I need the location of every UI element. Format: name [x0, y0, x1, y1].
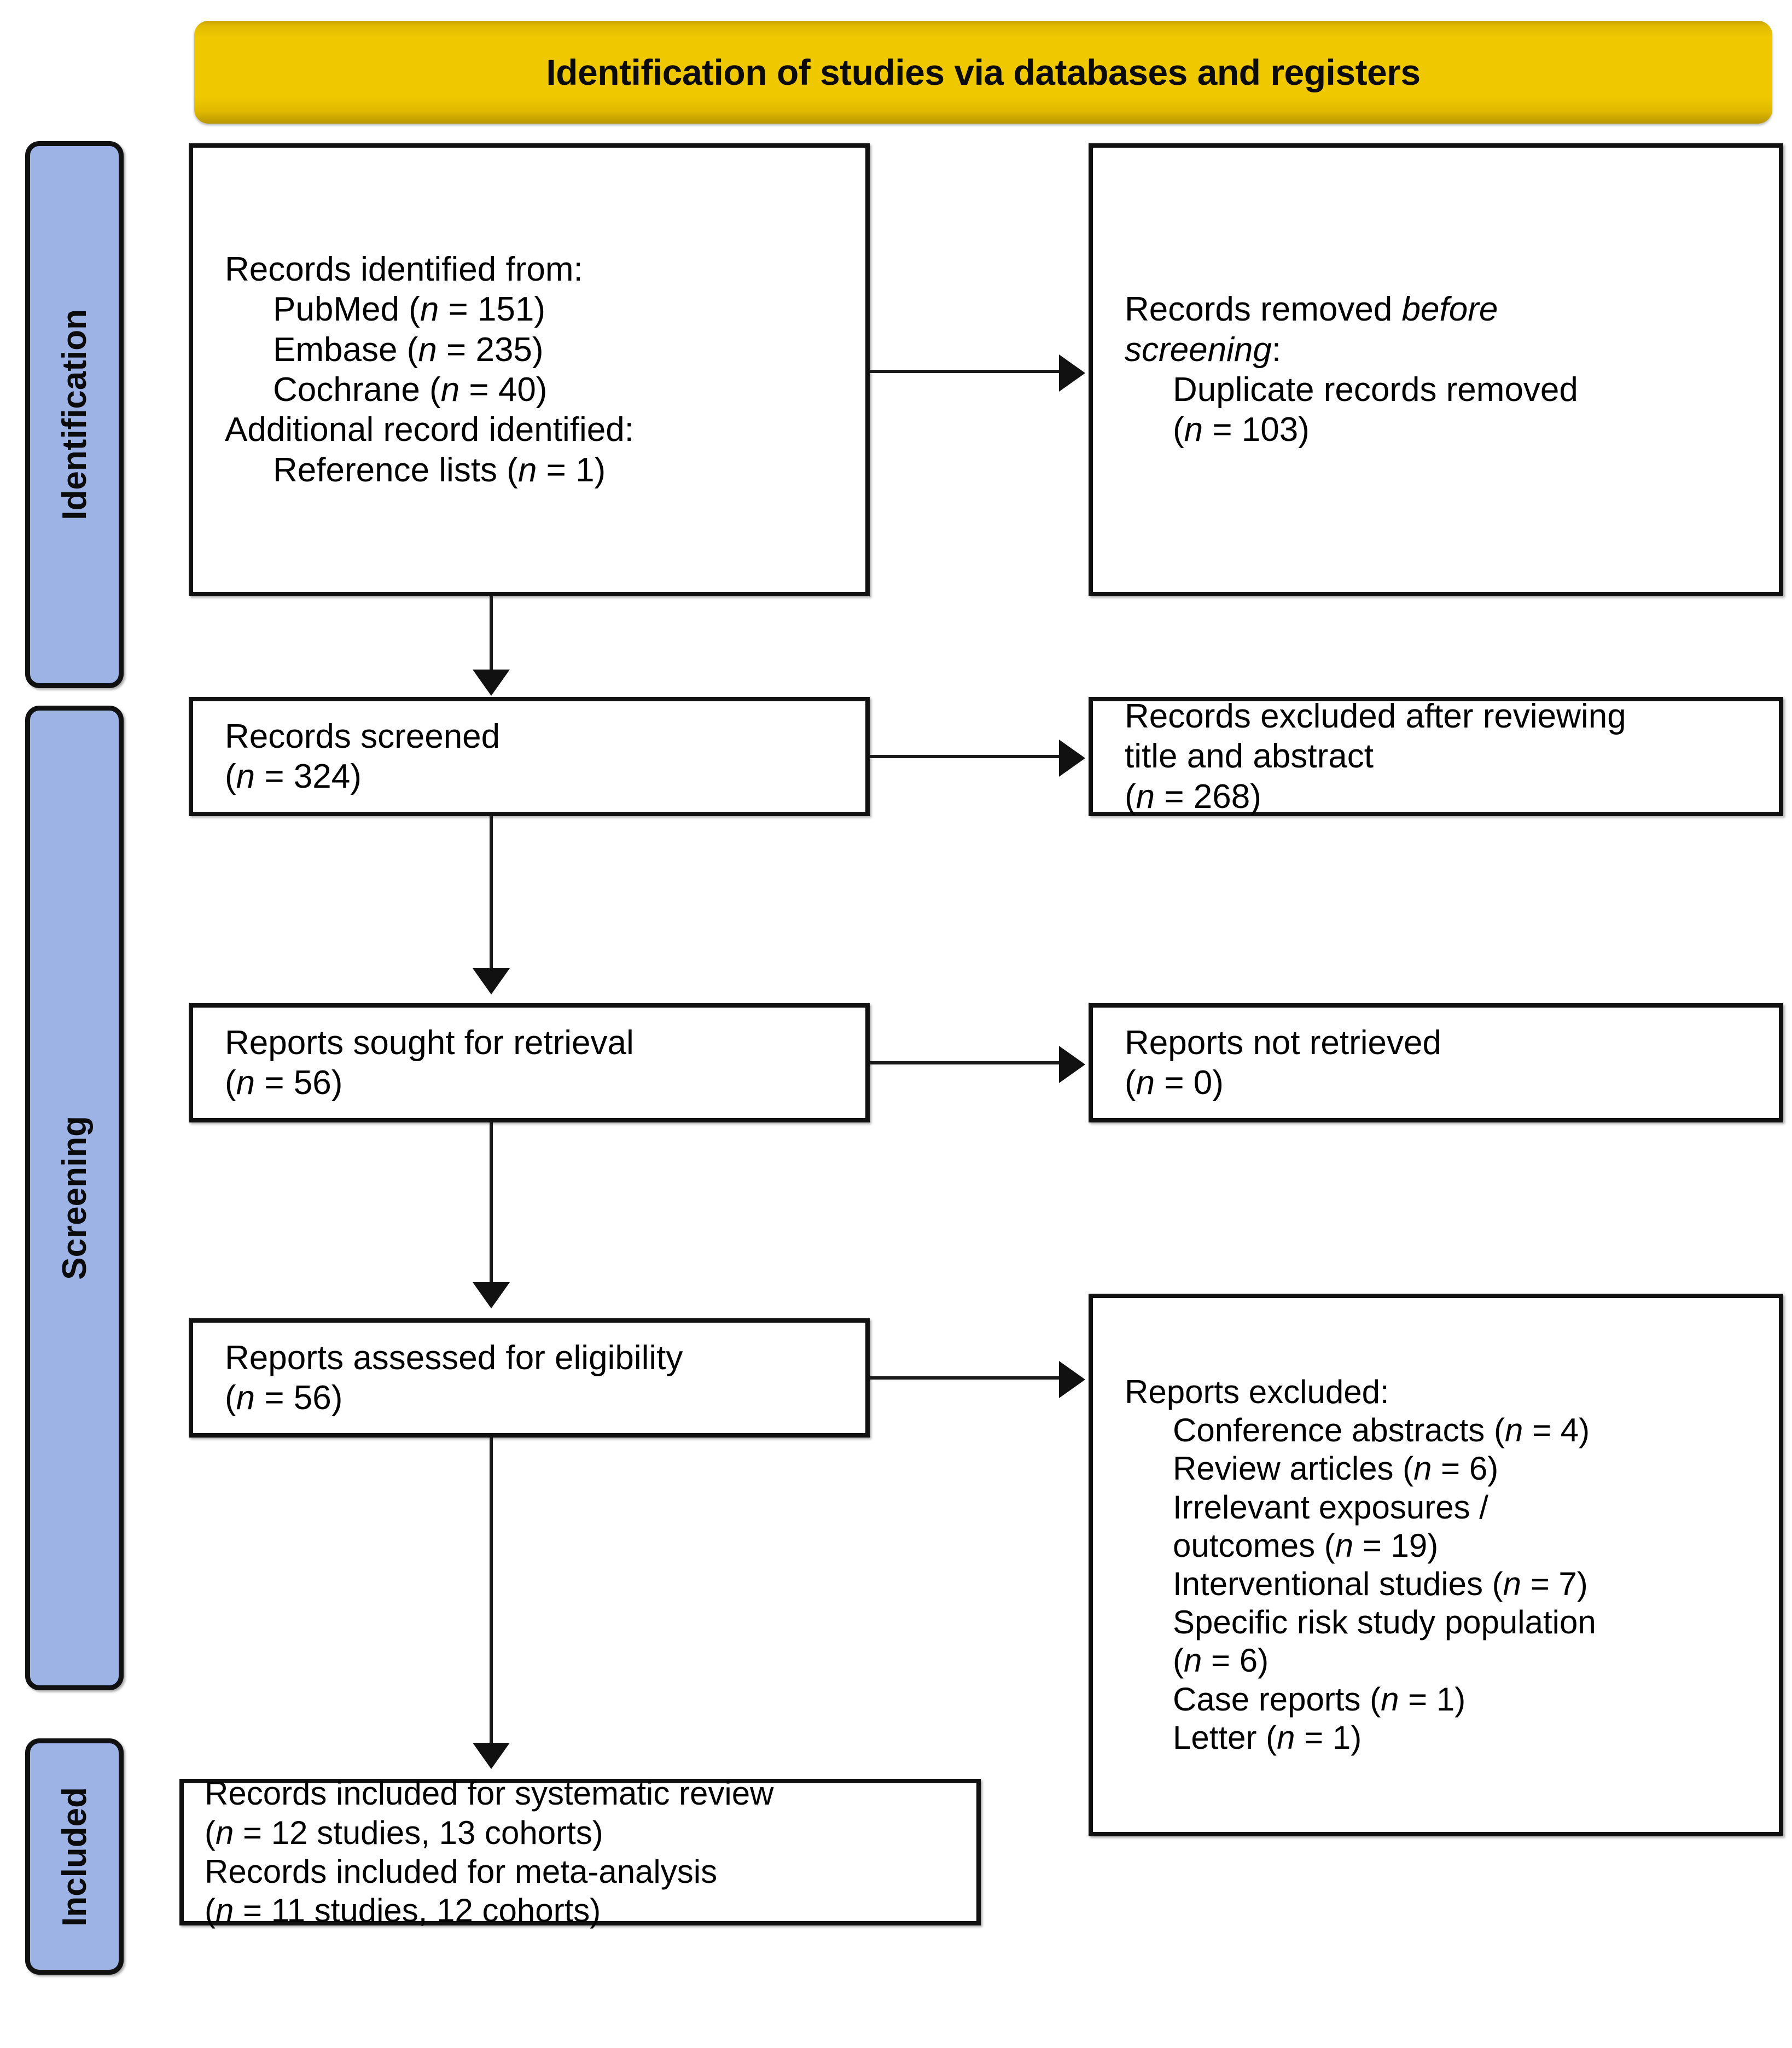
stage-label-included: Included: [25, 1738, 124, 1975]
reports-excluded-conference-abstracts: Conference abstracts (n = 4): [1173, 1412, 1590, 1449]
reports-excluded-specific-risk-population: Specific risk study population: [1173, 1604, 1596, 1641]
arrowhead-right-icon: [1059, 354, 1085, 392]
reports-excluded-review-articles: Review articles (n = 6): [1173, 1450, 1499, 1487]
records-identified-embase: Embase (n = 235): [273, 330, 544, 369]
arrowhead-right-icon: [1059, 1361, 1085, 1398]
reports-assessed-label: Reports assessed for eligibility: [225, 1339, 683, 1377]
records-identified-additional-heading: Additional record identified:: [225, 411, 634, 449]
connector-identified-to-removed: [870, 370, 1062, 373]
box-records-removed-before-screening: Records removed before screening: Duplic…: [1089, 143, 1783, 596]
reports-excluded-specific-risk-population-count: (n = 6): [1173, 1642, 1269, 1679]
records-identified-cochrane: Cochrane (n = 40): [273, 371, 548, 409]
records-identified-heading: Records identified from:: [225, 250, 583, 288]
box-records-identified: Records identified from: PubMed (n = 151…: [189, 143, 870, 596]
stage-label-included-text: Included: [55, 1787, 94, 1927]
stage-label-identification: Identification: [25, 141, 124, 688]
reports-not-retrieved-count: (n = 0): [1125, 1064, 1224, 1102]
reports-excluded-letter: Letter (n = 1): [1173, 1719, 1362, 1756]
stage-label-screening: Screening: [25, 706, 124, 1690]
records-included-systematic-review-count: (n = 12 studies, 13 cohorts): [205, 1814, 603, 1851]
records-removed-duplicates: Duplicate records removed: [1173, 371, 1578, 409]
connector-sought-to-not-retrieved: [870, 1061, 1062, 1064]
reports-excluded-case-reports: Case reports (n = 1): [1173, 1680, 1466, 1718]
records-included-meta-analysis-label: Records included for meta-analysis: [205, 1853, 718, 1890]
records-included-systematic-review-label: Records included for systematic review: [205, 1775, 774, 1812]
records-screened-label: Records screened: [225, 717, 501, 755]
box-reports-assessed-for-eligibility: Reports assessed for eligibility (n = 56…: [189, 1318, 870, 1438]
arrowhead-right-icon: [1059, 740, 1085, 777]
reports-excluded-outcomes: outcomes (n = 19): [1173, 1527, 1439, 1564]
records-removed-heading-2: screening:: [1125, 330, 1282, 369]
records-removed-duplicates-count: (n = 103): [1173, 411, 1310, 449]
connector-identified-to-screened: [490, 596, 493, 674]
reports-excluded-interventional-studies: Interventional studies (n = 7): [1173, 1566, 1588, 1602]
identification-banner: Identification of studies via databases …: [194, 21, 1772, 124]
box-records-excluded-title-abstract: Records excluded after reviewing title a…: [1089, 697, 1783, 816]
arrowhead-down-icon: [473, 968, 510, 994]
records-screened-count: (n = 324): [225, 758, 362, 795]
records-excluded-ta-line2: title and abstract: [1125, 737, 1374, 776]
arrowhead-down-icon: [473, 670, 510, 696]
reports-sought-count: (n = 56): [225, 1064, 343, 1102]
reports-assessed-count: (n = 56): [225, 1379, 343, 1417]
stage-label-screening-text: Screening: [55, 1116, 94, 1280]
reports-excluded-irrelevant-exposures: Irrelevant exposures /: [1173, 1488, 1488, 1526]
connector-assessed-to-included: [490, 1438, 493, 1745]
box-reports-excluded: Reports excluded: Conference abstracts (…: [1089, 1294, 1783, 1836]
box-records-screened: Records screened (n = 324): [189, 697, 870, 816]
records-excluded-ta-count: (n = 268): [1125, 777, 1261, 816]
box-records-included: Records included for systematic review (…: [179, 1775, 981, 1929]
reports-not-retrieved-label: Reports not retrieved: [1125, 1023, 1441, 1062]
reports-sought-label: Reports sought for retrieval: [225, 1023, 634, 1062]
reports-excluded-heading: Reports excluded:: [1125, 1374, 1389, 1411]
stage-label-identification-text: Identification: [55, 309, 94, 520]
connector-screened-to-excluded: [870, 755, 1062, 758]
arrowhead-down-icon: [473, 1282, 510, 1308]
arrowhead-down-icon: [473, 1743, 510, 1769]
records-identified-reference-lists: Reference lists (n = 1): [273, 451, 606, 489]
box-reports-sought-for-retrieval: Reports sought for retrieval (n = 56): [189, 1003, 870, 1122]
box-reports-not-retrieved: Reports not retrieved (n = 0): [1089, 1003, 1783, 1122]
connector-sought-to-assessed: [490, 1122, 493, 1287]
arrowhead-right-icon: [1059, 1046, 1085, 1083]
records-identified-pubmed: PubMed (n = 151): [273, 290, 546, 329]
records-included-meta-analysis-count: (n = 11 studies, 12 cohorts): [205, 1892, 601, 1929]
records-removed-heading-1: Records removed before: [1125, 290, 1498, 329]
connector-assessed-to-reports-excluded: [870, 1376, 1062, 1380]
connector-screened-to-sought: [490, 816, 493, 971]
banner-title: Identification of studies via databases …: [546, 52, 1421, 92]
records-excluded-ta-line1: Records excluded after reviewing: [1125, 697, 1626, 735]
